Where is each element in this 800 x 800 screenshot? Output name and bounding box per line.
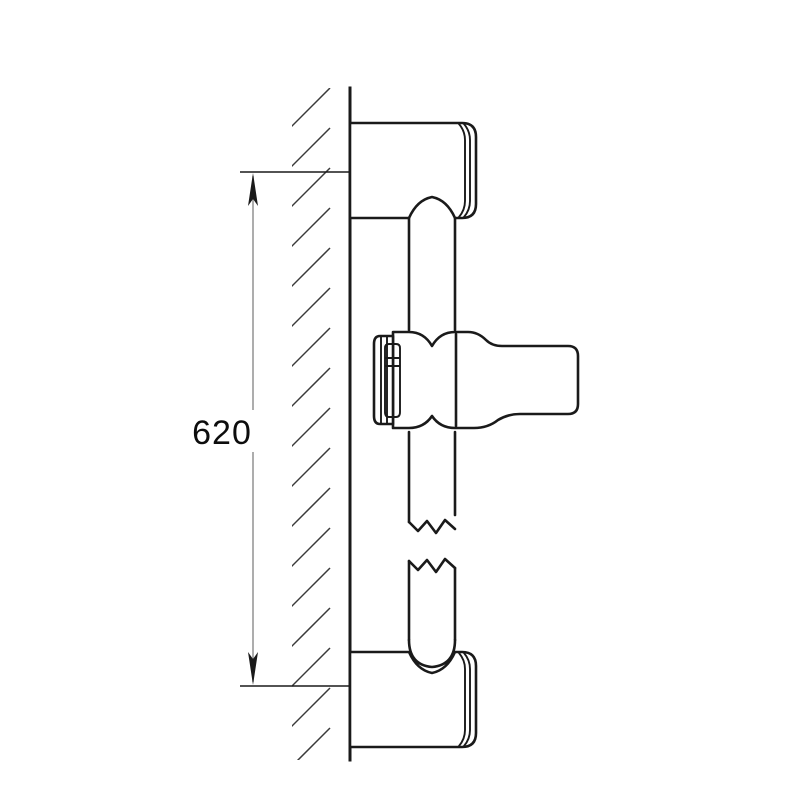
top-bracket — [348, 121, 478, 220]
dimension-value-620: 620 — [192, 414, 252, 452]
shower-holder — [372, 330, 580, 430]
slide-bar — [407, 216, 457, 669]
arrow-head-bottom — [248, 652, 258, 685]
wall-section — [292, 86, 352, 762]
bottom-bracket — [348, 650, 478, 749]
arrow-head-top — [248, 173, 258, 206]
wall-hatching — [292, 88, 331, 760]
dimension-620: 620 — [192, 171, 351, 687]
